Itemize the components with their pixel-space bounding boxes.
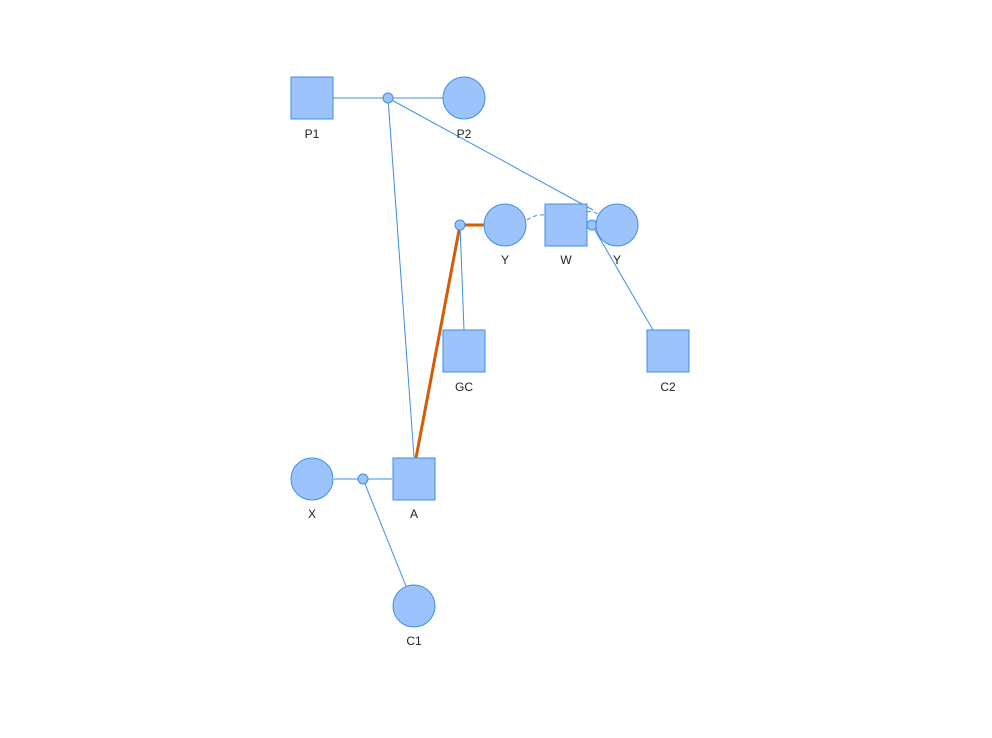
- female-circle-shape[interactable]: [483, 203, 527, 247]
- union-junction-p1-p2[interactable]: [382, 92, 394, 104]
- node-gc[interactable]: GC: [442, 329, 486, 394]
- male-square-shape[interactable]: [646, 329, 690, 373]
- female-circle-shape[interactable]: [595, 203, 639, 247]
- node-label-w: W: [560, 253, 572, 267]
- link-p1p2-union-to-a: [387, 97, 415, 458]
- node-label-c1: C1: [406, 634, 422, 648]
- link-w-y-right-dashed: [586, 211, 601, 217]
- node-a[interactable]: A: [392, 457, 436, 521]
- male-square-shape[interactable]: [544, 203, 588, 247]
- union-junction-y-left[interactable]: [454, 219, 466, 231]
- node-label-gc: GC: [455, 380, 473, 394]
- link-highlight-a-to-union: [414, 224, 462, 459]
- node-label-y-left: Y: [501, 253, 509, 267]
- node-label-y-right: Y: [613, 253, 621, 267]
- union-junction-x-a[interactable]: [357, 473, 369, 485]
- node-y-right[interactable]: Y: [595, 203, 639, 267]
- male-square-shape[interactable]: [290, 76, 334, 120]
- node-label-c2: C2: [660, 380, 676, 394]
- node-w[interactable]: W: [544, 203, 588, 267]
- node-p1[interactable]: P1: [290, 76, 334, 141]
- node-y-left[interactable]: Y: [483, 203, 527, 267]
- node-c1[interactable]: C1: [392, 584, 436, 648]
- node-x[interactable]: X: [290, 457, 334, 521]
- junctions: [357, 92, 598, 485]
- node-label-p1: P1: [305, 127, 320, 141]
- node-label-a: A: [410, 507, 418, 521]
- female-circle-shape[interactable]: [442, 76, 486, 120]
- female-circle-shape[interactable]: [290, 457, 334, 501]
- links: [333, 97, 654, 587]
- node-p2[interactable]: P2: [442, 76, 486, 141]
- link-union-to-gc: [459, 224, 465, 331]
- node-c2[interactable]: C2: [646, 329, 690, 394]
- link-p1p2-union-to-w: [387, 97, 594, 211]
- link-union-to-c1: [362, 478, 407, 587]
- male-square-shape[interactable]: [392, 457, 436, 501]
- female-circle-shape[interactable]: [392, 584, 436, 628]
- nodes: P1 P2 Y W Y GC C2 X: [290, 76, 690, 648]
- node-label-p2: P2: [457, 127, 472, 141]
- link-union-to-c2: [591, 224, 654, 331]
- node-label-x: X: [308, 507, 316, 521]
- male-square-shape[interactable]: [442, 329, 486, 373]
- link-y-left-w-dashed: [526, 214, 546, 221]
